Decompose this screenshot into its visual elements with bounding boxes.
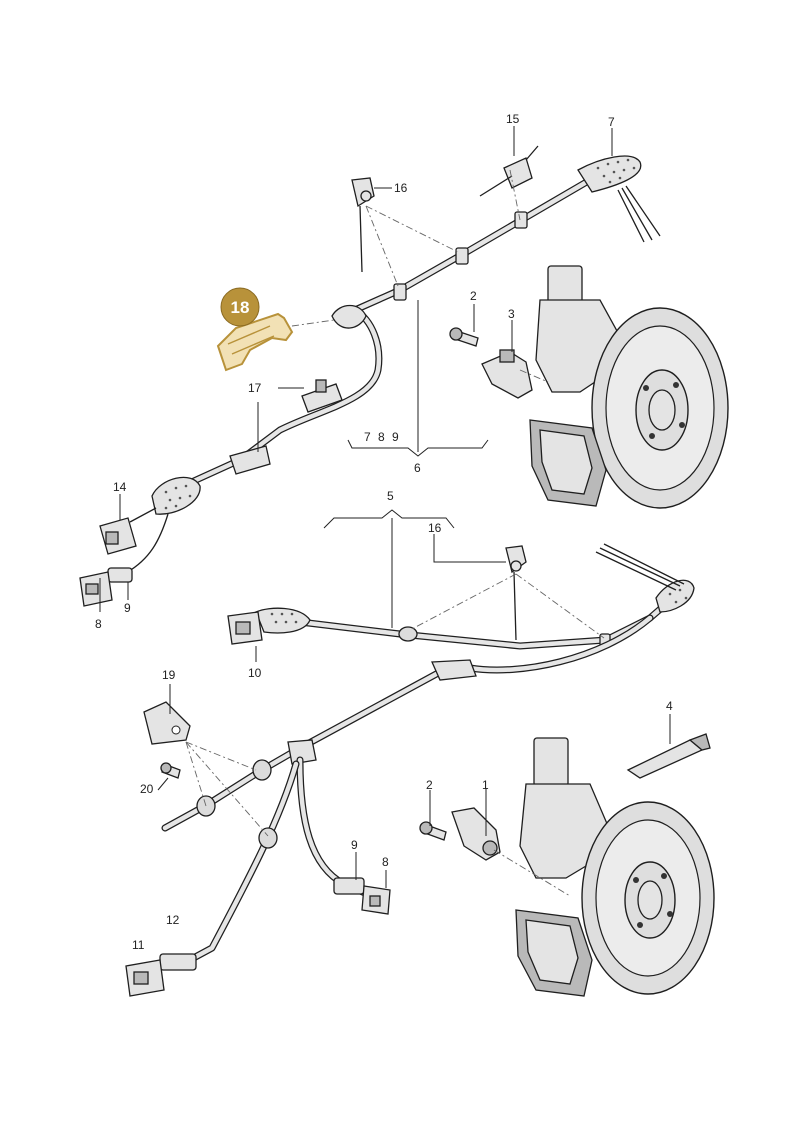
callout-789-9: 9 xyxy=(392,430,399,444)
callout-3: 3 xyxy=(508,307,515,321)
bolt-20 xyxy=(160,762,181,779)
speed-sensor-3 xyxy=(481,349,533,399)
callout-8-upper: 8 xyxy=(95,617,102,631)
callout-10: 10 xyxy=(248,666,262,680)
callout-12: 12 xyxy=(166,913,180,927)
callout-7-top: 7 xyxy=(608,115,615,129)
callout-20: 20 xyxy=(140,782,154,796)
callout-1: 1 xyxy=(482,778,489,792)
lower-wheel-hub-assembly xyxy=(515,737,715,997)
callout-15: 15 xyxy=(506,112,520,126)
bracket-15 xyxy=(479,145,539,197)
callout-4: 4 xyxy=(666,699,673,713)
dash-dot-reference-lines xyxy=(185,169,605,897)
upper-wiring-harness xyxy=(79,155,661,607)
bolt-2-bottom xyxy=(419,821,447,841)
upper-sensor-bracket-16 xyxy=(351,177,375,273)
callout-labels: 15 7 16 2 3 17 7 8 9 6 14 5 16 9 8 10 19… xyxy=(95,112,673,952)
bracket-19 xyxy=(143,701,191,745)
callout-18: 18 xyxy=(231,298,250,317)
callout-19: 19 xyxy=(162,668,176,682)
middle-wiring-harness xyxy=(227,543,695,674)
bolt-2-top xyxy=(449,327,479,347)
grease-tube-4 xyxy=(626,733,711,779)
lower-wiring-harness xyxy=(125,659,477,997)
upper-wheel-hub-assembly xyxy=(529,265,729,509)
callout-2-top: 2 xyxy=(470,289,477,303)
callout-16-mid: 16 xyxy=(428,521,442,535)
callout-6: 6 xyxy=(414,461,421,475)
callout-789-7: 7 xyxy=(364,430,371,444)
callout-5: 5 xyxy=(387,489,394,503)
callout-11: 11 xyxy=(132,938,145,952)
callout-2-bottom: 2 xyxy=(426,778,433,792)
callout-17: 17 xyxy=(248,381,262,395)
callout-8-lower: 8 xyxy=(382,855,389,869)
callout-16-top: 16 xyxy=(394,181,408,195)
middle-sensor-bracket-16 xyxy=(505,545,527,641)
callout-789-8: 8 xyxy=(378,430,385,444)
callout-9-lower: 9 xyxy=(351,838,358,852)
leader-lines xyxy=(99,126,671,888)
callout-9-upper: 9 xyxy=(124,601,131,615)
callout-18-badge[interactable]: 18 xyxy=(220,287,260,327)
bracket-18-highlighted xyxy=(216,312,294,372)
callout-14: 14 xyxy=(113,480,127,494)
speed-sensor-1 xyxy=(451,807,501,861)
